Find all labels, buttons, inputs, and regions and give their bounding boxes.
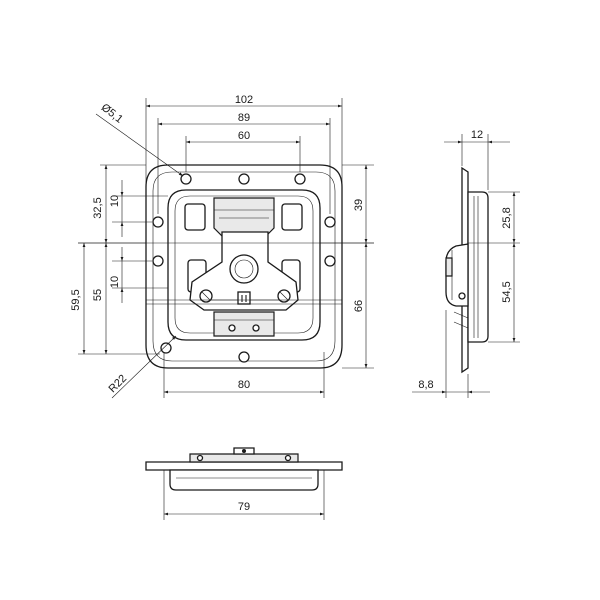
dim-8-8: 8,8 <box>418 379 433 391</box>
pocket-right <box>281 203 303 231</box>
hole-left-lower <box>152 255 164 267</box>
dim-12: 12 <box>471 129 483 141</box>
bottom-dish <box>169 469 319 491</box>
dim-79: 79 <box>238 501 250 513</box>
front-view <box>145 164 343 369</box>
dim-32-5: 32,5 <box>92 197 104 218</box>
front-plate-inner-edge <box>152 171 336 362</box>
hole-right-upper <box>324 216 336 228</box>
side-knob <box>445 257 453 277</box>
hole-top-center <box>238 173 250 185</box>
dim-89: 89 <box>238 112 250 124</box>
dim-66: 66 <box>353 300 365 312</box>
side-view: 12 25,8 54,5 8,8 <box>412 129 520 398</box>
dim-59-5: 59,5 <box>70 289 82 310</box>
logo-mark <box>237 291 251 305</box>
front-dish-inner <box>174 195 314 334</box>
dim-diameter: Ø5,1 <box>99 102 125 126</box>
dim-102: 102 <box>235 94 253 106</box>
catch-hole-right <box>252 324 260 332</box>
bottom-flange <box>145 461 343 471</box>
hole-right-lower <box>324 255 336 267</box>
catch-hole-left <box>228 324 236 332</box>
mounting-holes <box>152 173 336 363</box>
dim-10-lower: 10 <box>109 276 121 288</box>
bottom-catch <box>213 311 275 337</box>
dim-10-upper: 10 <box>109 195 121 207</box>
side-rivet <box>458 292 466 300</box>
hole-bottom-center <box>238 351 250 363</box>
knob-inner-ring <box>234 259 254 279</box>
hole-top-right <box>294 173 306 185</box>
dim-39: 39 <box>353 199 365 211</box>
dim-25-8: 25,8 <box>501 207 513 228</box>
dim-r22: R22 <box>106 372 129 395</box>
hole-left-upper <box>152 216 164 228</box>
dim-54-5: 54,5 <box>501 281 513 302</box>
butterfly-knob <box>229 254 259 284</box>
bottom-view: 79 <box>145 447 343 520</box>
hole-top-left <box>180 173 192 185</box>
pocket-left <box>184 203 206 231</box>
hinge-bracket <box>213 197 275 237</box>
hole-bottom-left <box>160 342 172 354</box>
dim-60: 60 <box>238 130 250 142</box>
bottom-handle <box>189 453 299 463</box>
dim-55: 55 <box>92 289 104 301</box>
dim-80: 80 <box>238 379 250 391</box>
